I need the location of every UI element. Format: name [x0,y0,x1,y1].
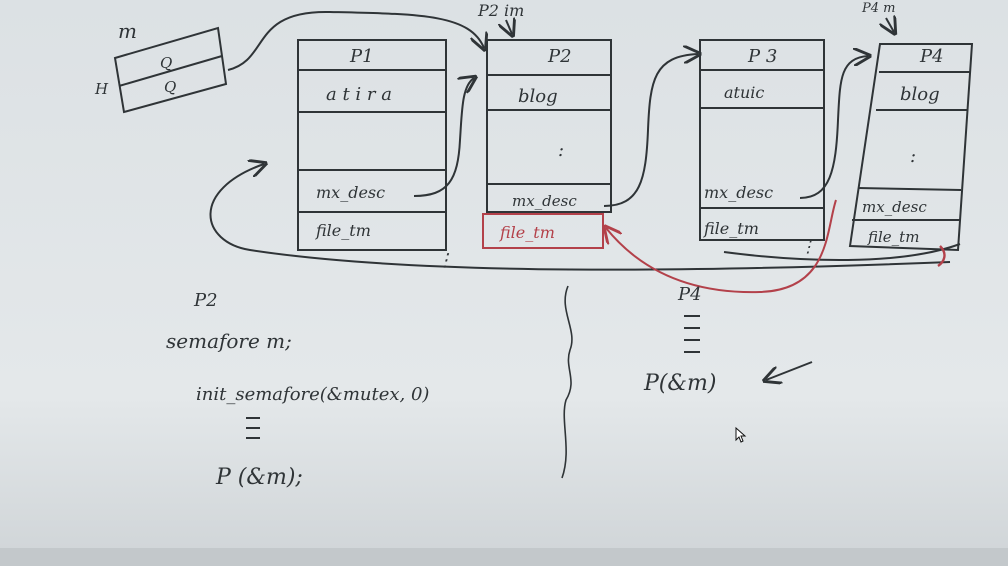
p2-label-arrow [506,20,512,34]
process-last-p1: file_tm [315,221,371,240]
mutex-side-label: H [94,80,109,98]
process-field1-p1: a t i r a [326,84,392,105]
mutex-field-bottom: Q [164,78,176,96]
p2-arrow-label: P2 im [477,1,524,20]
right-note-label: P4 [677,284,702,305]
arrow-mutex-to-p2 [227,10,484,71]
right-note-ellipsis [684,315,700,353]
process-box-p3 [699,39,825,241]
process-tail-p3: ⋮ [800,237,816,256]
code-line2: init_semafore(&mutex, 0) [196,384,429,405]
process-field1-p2: blog [518,86,558,107]
arrow-p2-to-p3 [603,54,698,207]
arrow-loop-second [723,243,961,262]
right-note-call: P(&m) [643,371,716,396]
process-box-p2 [486,39,612,213]
right-note-arrow [766,361,813,380]
process-field1-p3: atuic [724,83,764,102]
code-line1: semafore m; [166,329,292,353]
process-last-p2: file_tm [499,223,555,242]
process-box-p1 [297,39,447,251]
process-name-p2: P2 [547,46,572,67]
process-desc-p1: mx_desc [316,183,385,202]
process-tail-p1: ⋮ [436,250,454,271]
mutex-field-top: Q [160,54,172,72]
process-name-p4: P4 [919,46,944,67]
code-line3: P (&m); [215,465,303,490]
process-box-p4 [848,43,974,252]
p4-arrow-label: P4 m [861,1,895,16]
process-last-p4: file_tm [867,228,919,246]
process-desc-p2: mx_desc [512,192,577,210]
divider-squiggle [561,285,573,479]
arrow-p1-to-p2 [413,78,474,197]
process-dots-p4: : [910,146,916,167]
red-mark-p4 [937,245,946,267]
p4-label-arrow [886,18,894,32]
process-name-p3: P 3 [747,46,777,67]
mutex-label: m [118,19,137,43]
process-desc-p4: mx_desc [862,198,927,216]
code-ellipsis [246,417,260,439]
process-desc-p3: mx_desc [704,183,773,202]
board-bottom-edge [0,548,1008,566]
link-arrows [209,10,961,271]
mouse-pointer-icon [735,426,747,443]
code-title: P2 [193,290,218,311]
process-last-p3: file_tm [703,219,759,238]
arrow-p3-to-p4 [799,56,868,199]
red-arrow-p4-to-p2 [606,199,837,294]
arrow-loop-back [209,164,951,271]
process-dots-p2: : [558,140,564,161]
process-field1-p4: blog [900,84,940,105]
process-name-p1: P1 [349,46,374,67]
mutex-struct [113,26,228,114]
